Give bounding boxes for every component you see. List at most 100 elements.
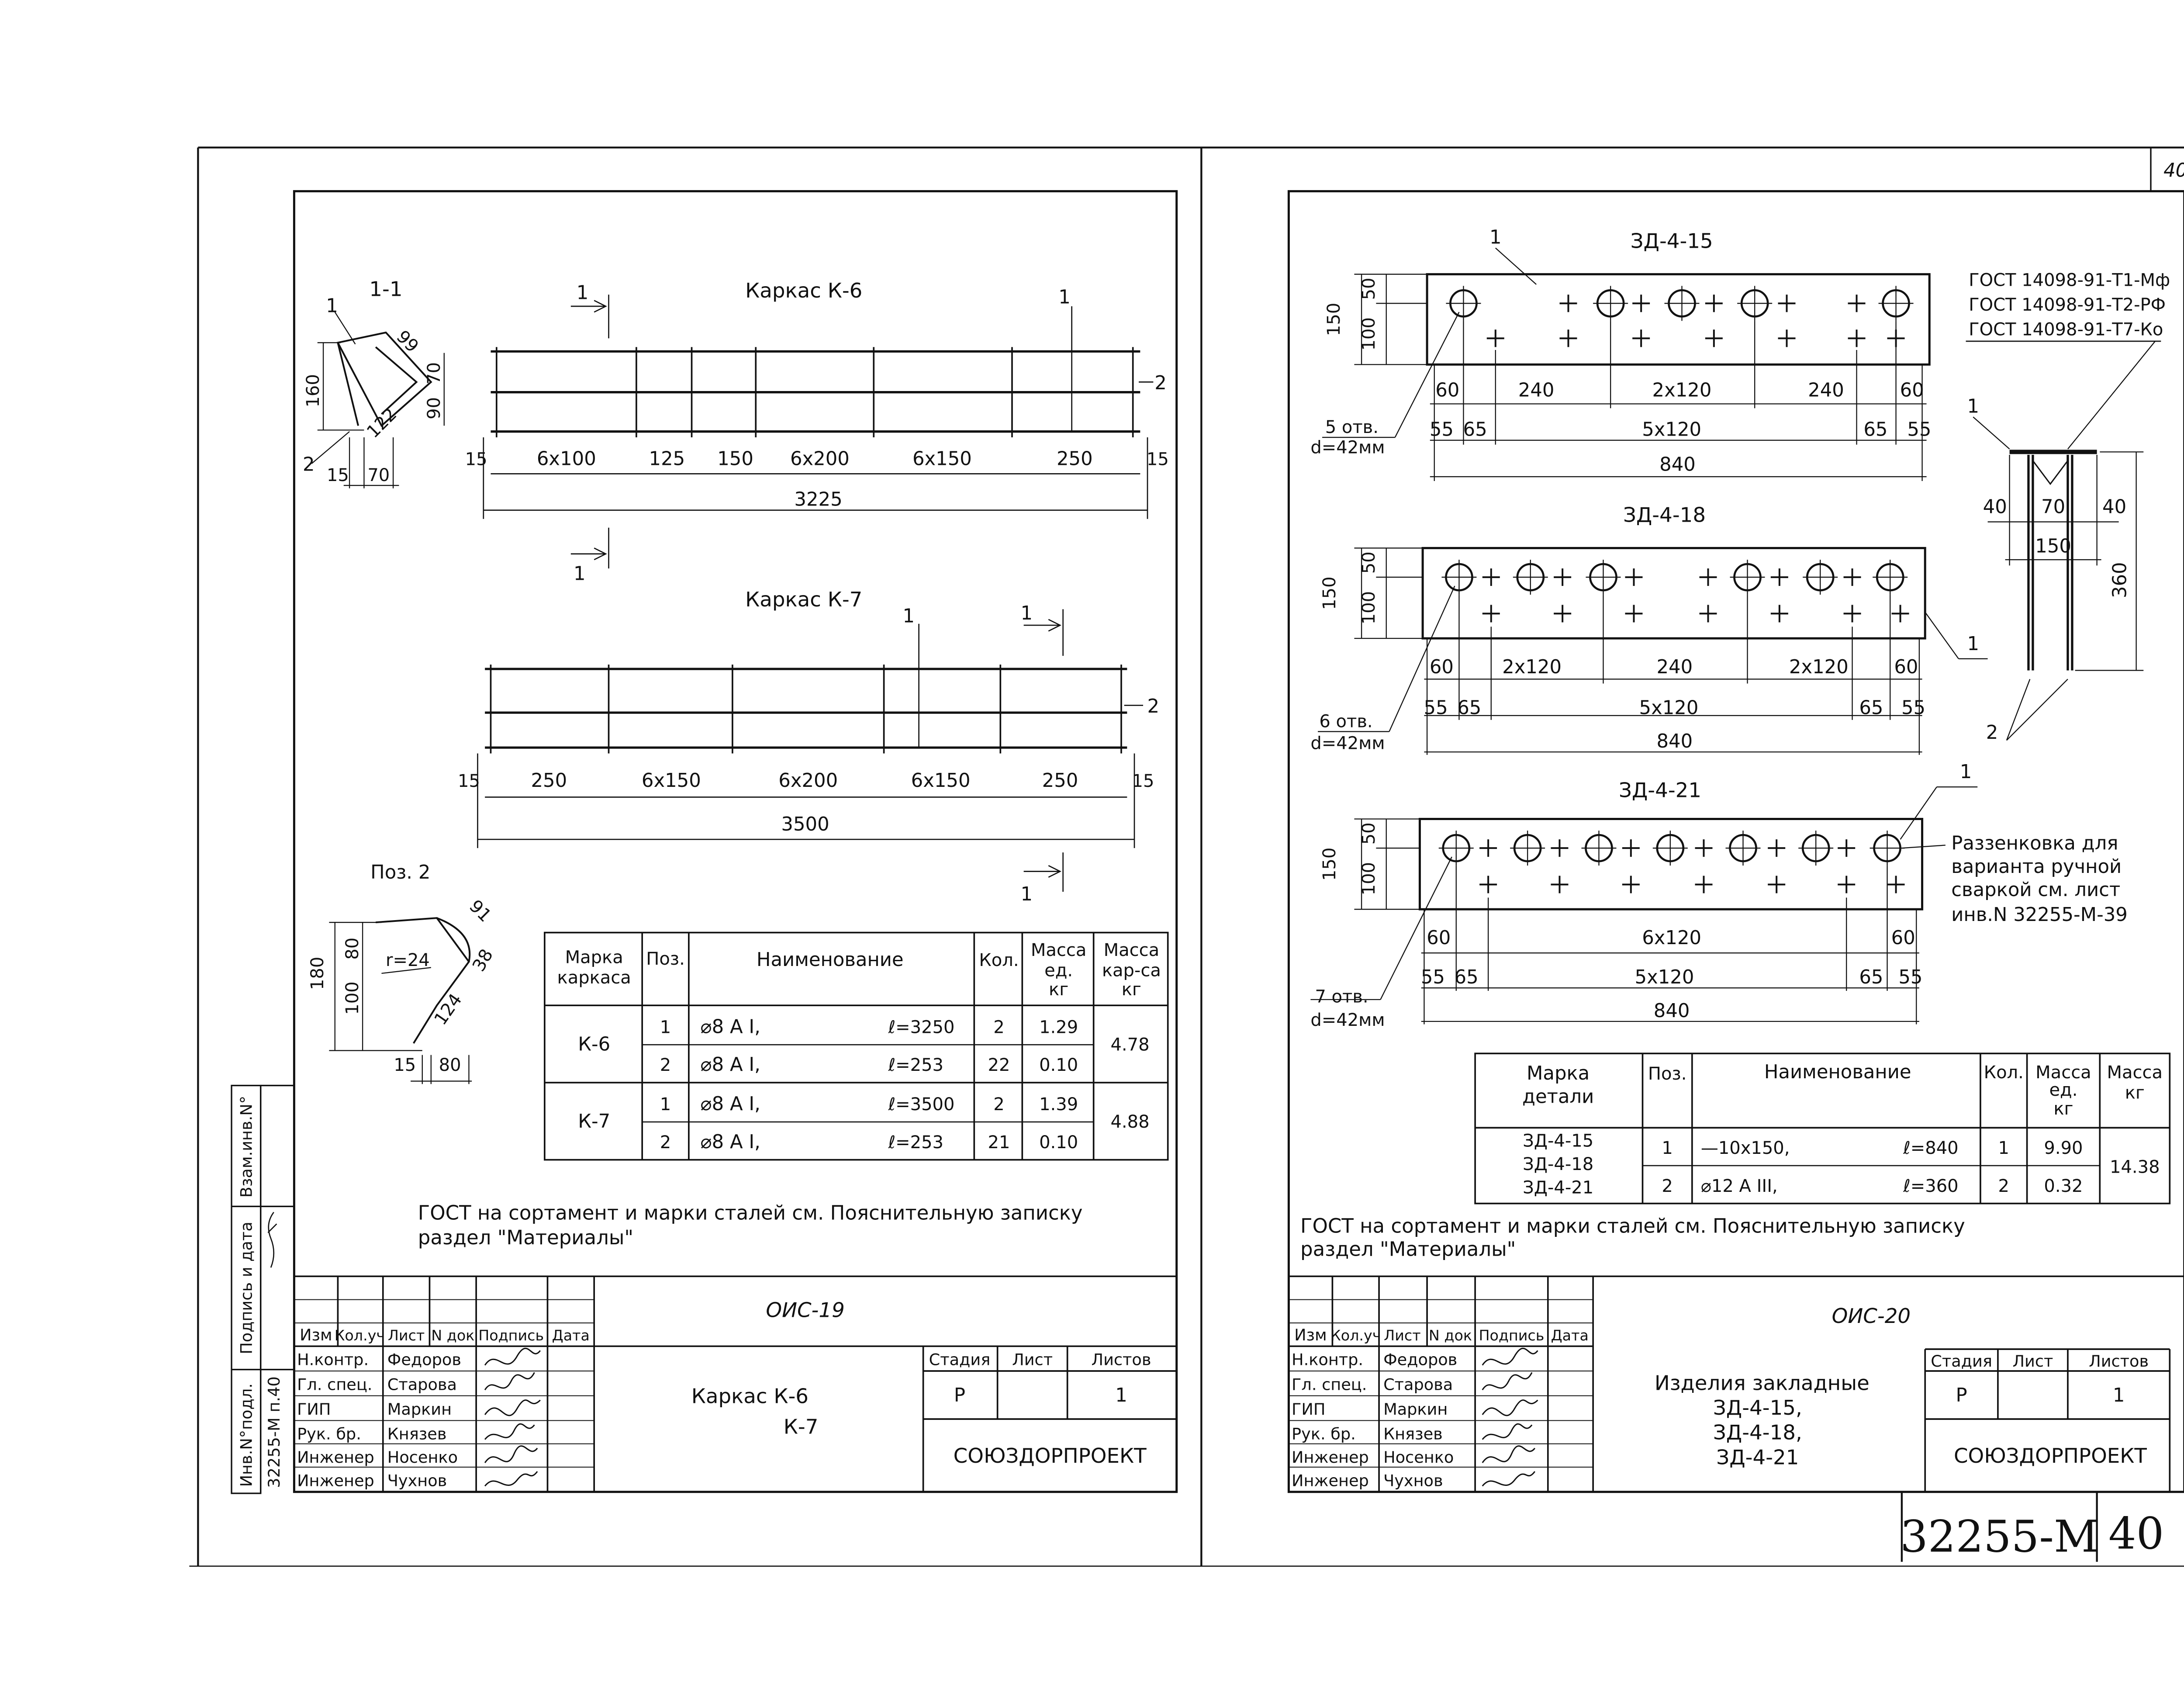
p15-title: ЗД-4-15: [1631, 230, 1713, 253]
svg-text:7 отв.: 7 отв.: [1315, 987, 1368, 1007]
svg-text:ЗД-4-15: ЗД-4-15: [1523, 1131, 1593, 1151]
svg-text:N док: N док: [431, 1327, 474, 1344]
svg-text:65: 65: [1859, 697, 1883, 719]
svg-text:Носенко: Носенко: [387, 1448, 458, 1467]
svg-text:сваркой см. лист: сваркой см. лист: [1951, 879, 2120, 901]
svg-text:ед.: ед.: [2049, 1080, 2077, 1100]
right-stamp-names: Федоров Старова Маркин Князев Носенко Чу…: [1383, 1350, 1457, 1490]
svg-text:⌀8 А I,: ⌀8 А I,: [701, 1054, 760, 1076]
svg-text:0.10: 0.10: [1039, 1055, 1078, 1075]
p21-studs: [1479, 839, 1904, 893]
svg-text:1: 1: [660, 1018, 671, 1038]
section-1-1: 1-1 1 2 160 99 70 90 122 15 70: [303, 278, 445, 488]
k6-dim-3: 150: [717, 448, 753, 470]
svg-text:0.10: 0.10: [1039, 1132, 1078, 1153]
k7-dim-3: 6x200: [778, 770, 838, 792]
svg-text:ГИП: ГИП: [1292, 1400, 1325, 1419]
svg-text:55: 55: [1424, 697, 1448, 719]
svg-text:5 отв.: 5 отв.: [1325, 417, 1379, 437]
svg-text:1: 1: [1967, 395, 1979, 417]
svg-text:Дата: Дата: [552, 1327, 590, 1344]
svg-text:100: 100: [1359, 591, 1379, 624]
svg-text:Чухнов: Чухнов: [1383, 1471, 1443, 1490]
right-stamp-title3: ЗД-4-18,: [1713, 1421, 1802, 1445]
doc-number: 32255-М: [1900, 1511, 2098, 1562]
svg-text:Изм: Изм: [300, 1326, 332, 1344]
lt-hdr-tot3: кг: [1122, 980, 1141, 1000]
svg-text:60: 60: [1427, 927, 1451, 949]
doc-page: 40: [2108, 1508, 2164, 1559]
svg-text:2: 2: [1986, 722, 1998, 744]
svg-text:Носенко: Носенко: [1383, 1448, 1454, 1467]
svg-text:60: 60: [1435, 380, 1459, 402]
poz2-dim-180: 180: [308, 957, 328, 990]
svg-text:Марка: Марка: [1527, 1063, 1590, 1084]
frame-k6-drawing: Каркас К-6 1 1 1 2 15 6x100 125 150 6x20…: [465, 279, 1169, 585]
poz2-label: Поз. 2: [370, 862, 430, 883]
svg-text:Н.контр.: Н.контр.: [1292, 1350, 1363, 1369]
svg-text:55: 55: [1421, 966, 1445, 988]
svg-text:Князев: Князев: [1383, 1425, 1443, 1444]
sec-dim-70a: 70: [424, 362, 444, 384]
poz2-dim-80: 80: [342, 938, 363, 960]
svg-text:840: 840: [1659, 454, 1696, 476]
svg-text:Кол.: Кол.: [1984, 1063, 2024, 1083]
svg-text:Федоров: Федоров: [1383, 1350, 1457, 1369]
svg-text:65: 65: [1859, 966, 1883, 988]
k7-cut-top: 1: [1021, 602, 1033, 624]
lt-hdr-qty: Кол.: [979, 950, 1019, 970]
lt-hdr-name: Наименование: [757, 949, 904, 971]
p15-pos1: 1: [1489, 227, 1502, 249]
svg-text:Лист: Лист: [1384, 1327, 1420, 1344]
frames: [189, 146, 2184, 1567]
svg-text:55: 55: [1430, 419, 1454, 441]
svg-text:Рук. бр.: Рук. бр.: [1292, 1425, 1356, 1444]
svg-text:инв.N 32255-М-39: инв.N 32255-М-39: [1951, 904, 2128, 926]
sec-dim-70b: 70: [367, 465, 390, 485]
k7-dim-2: 6x150: [642, 770, 701, 792]
bar-detail: 1 2 40 70 40 150 360: [1967, 395, 2144, 744]
lt-total-k6: 4.78: [1110, 1035, 1149, 1055]
k7-title: Каркас К-7: [745, 588, 862, 612]
rt-row-0: 1 —10x150, ℓ=840 1 9.90: [1662, 1138, 2083, 1158]
svg-text:Маркин: Маркин: [387, 1400, 452, 1419]
k6-dim-0: 15: [465, 449, 487, 469]
svg-text:100: 100: [1359, 862, 1379, 895]
svg-text:N док: N док: [1429, 1327, 1472, 1344]
svg-text:Дата: Дата: [1551, 1327, 1589, 1344]
p15-holes: [1446, 286, 1913, 321]
svg-text:65: 65: [1455, 966, 1479, 988]
page-number: 40: [2163, 159, 2184, 181]
svg-text:2: 2: [660, 1132, 671, 1153]
svg-text:d=42мм: d=42мм: [1310, 438, 1385, 458]
svg-text:60: 60: [1891, 927, 1915, 949]
svg-text:1: 1: [1967, 633, 1979, 655]
svg-text:50: 50: [1359, 551, 1379, 574]
svg-text:d=42мм: d=42мм: [1310, 1010, 1385, 1030]
svg-text:240: 240: [1518, 380, 1555, 402]
p18-title: ЗД-4-18: [1623, 503, 1706, 527]
k6-pos1: 1: [1058, 286, 1071, 308]
svg-text:d=42мм: d=42мм: [1310, 733, 1385, 753]
svg-text:—10x150,: —10x150,: [1701, 1138, 1790, 1158]
rt-total: 14.38: [2110, 1157, 2160, 1177]
svg-text:2: 2: [1662, 1176, 1673, 1196]
k6-total: 3225: [794, 489, 842, 511]
left-stamp-sheets: 1: [1115, 1385, 1127, 1406]
k7-dim-5: 250: [1042, 770, 1078, 792]
section-label: 1-1: [369, 278, 402, 301]
svg-text:Гл. спец.: Гл. спец.: [1292, 1375, 1367, 1394]
svg-text:ГОСТ 14098-91-Т1-Мф: ГОСТ 14098-91-Т1-Мф: [1969, 270, 2170, 290]
svg-text:5x120: 5x120: [1639, 697, 1699, 719]
gost-labels: ГОСТ 14098-91-Т1-Мф ГОСТ 14098-91-Т2-РФ …: [1966, 270, 2170, 450]
svg-text:6x120: 6x120: [1642, 927, 1701, 949]
svg-text:50: 50: [1359, 822, 1379, 845]
k6-cut-top: 1: [577, 282, 589, 304]
right-stamp-org: СОЮЗДОРПРОЕКТ: [1954, 1444, 2147, 1468]
k6-cut-bottom: 1: [574, 563, 586, 585]
svg-text:Масса: Масса: [2107, 1063, 2163, 1083]
svg-text:Стадия: Стадия: [929, 1350, 991, 1369]
plate-zd-4-21: ЗД-4-21 1 150 50 100 60 6x120 60 55 65 5…: [1310, 761, 2128, 1030]
svg-text:ℓ=253: ℓ=253: [888, 1055, 943, 1075]
